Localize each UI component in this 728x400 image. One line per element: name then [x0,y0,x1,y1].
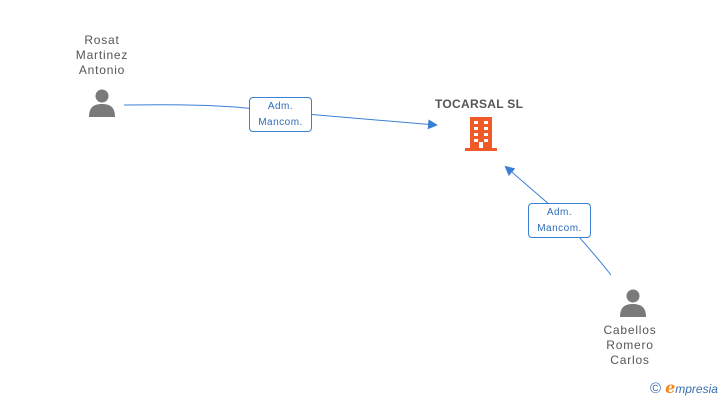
person-name-line: Antonio [78,63,126,77]
brand-rest: mpresia [675,382,718,396]
edge-label-role[interactable]: Adm. Mancom. [249,97,312,132]
building-icon[interactable] [465,117,497,153]
role-line: Mancom. [258,117,303,128]
edge-label-role[interactable]: Adm. Mancom. [528,203,591,238]
brand-wordmark: empresia [665,378,718,398]
company-name[interactable]: TOCARSAL SL [435,97,524,111]
person-name-line: Romero [606,338,654,352]
person-name-rosat[interactable]: Rosat Martinez Antonio [62,33,142,78]
person-name-line: Martinez [75,48,129,62]
person-name-line: Rosat [84,33,120,47]
role-line: Mancom. [537,223,582,234]
brand-e: e [665,378,676,397]
person-icon[interactable] [87,88,117,118]
person-name-line: Carlos [610,353,650,367]
role-line: Adm. [546,207,573,218]
role-line: Adm. [267,101,294,112]
person-name-line: Cabellos [603,323,657,337]
person-name-cabellos[interactable]: Cabellos Romero Carlos [588,323,672,368]
empresia-logo[interactable]: © empresia [650,378,718,398]
person-icon[interactable] [618,288,648,318]
copyright-symbol: © [650,379,662,397]
